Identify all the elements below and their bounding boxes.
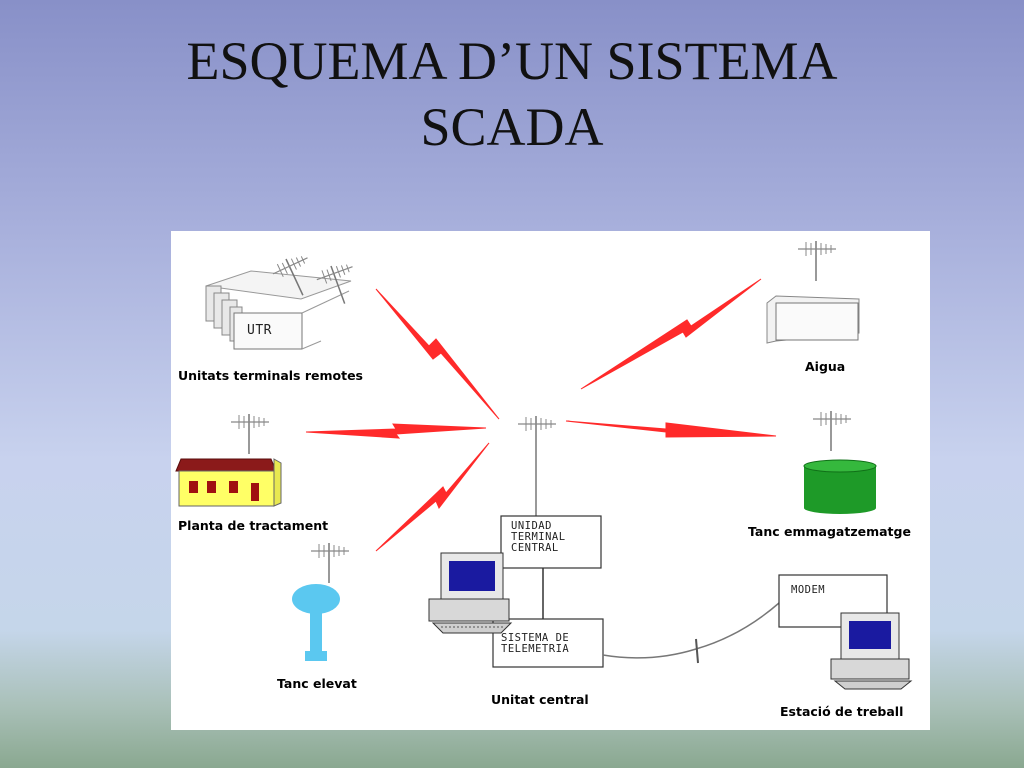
bolt-plant <box>305 423 487 439</box>
utr-box-label: UTR <box>247 323 272 338</box>
central-computer <box>428 552 513 634</box>
storage-tank <box>803 410 877 514</box>
telemetry-line-1: SISTEMA DE <box>501 632 570 644</box>
workstation-computer <box>830 612 913 690</box>
bolt-utr <box>375 288 500 420</box>
slide-title: ESQUEMA D’UN SISTEMA SCADA <box>0 28 1024 160</box>
telemetry-line-2: TELEMETRIA <box>501 643 570 655</box>
bolt-tower <box>375 442 490 552</box>
central-terminal-box <box>500 515 602 569</box>
bolt-water <box>580 278 762 390</box>
treatment-plant <box>175 413 282 507</box>
central-terminal-text: UNIDAD TERMINAL CENTRAL <box>511 521 566 554</box>
diagram-canvas <box>175 240 913 690</box>
bolt-storage <box>565 420 777 438</box>
central-terminal-line-1: UNIDAD <box>511 520 552 532</box>
label-central-unit: Unitat central <box>491 692 589 707</box>
label-elevated-tank: Tanc elevat <box>277 676 357 691</box>
telemetry-box <box>492 618 604 668</box>
label-treatment-plant: Planta de tractament <box>178 518 329 533</box>
modem-text: MODEM <box>791 584 826 596</box>
central-terminal-line-3: CENTRAL <box>511 542 559 554</box>
elevated-tank <box>292 542 350 661</box>
label-storage-tank: Tanc emmagatzematge <box>748 524 911 539</box>
radio-link-bolts <box>305 278 777 552</box>
title-line-1: ESQUEMA D’UN SISTEMA <box>186 31 838 91</box>
central-terminal-line-2: TERMINAL <box>511 531 566 543</box>
label-remote-units: Unitats terminals remotes <box>178 368 363 383</box>
label-water: Aigua <box>805 359 846 374</box>
central-antenna <box>517 415 557 516</box>
telemetry-text: SISTEMA DE TELEMETRIA <box>501 633 569 655</box>
utr-units <box>205 249 365 350</box>
water-station <box>766 240 860 344</box>
label-workstation: Estació de treball <box>780 704 904 719</box>
scada-diagram: UTR UNIDAD TERMINAL CENTRAL SISTEMA DE T… <box>171 231 930 730</box>
title-line-2: SCADA <box>420 97 604 157</box>
